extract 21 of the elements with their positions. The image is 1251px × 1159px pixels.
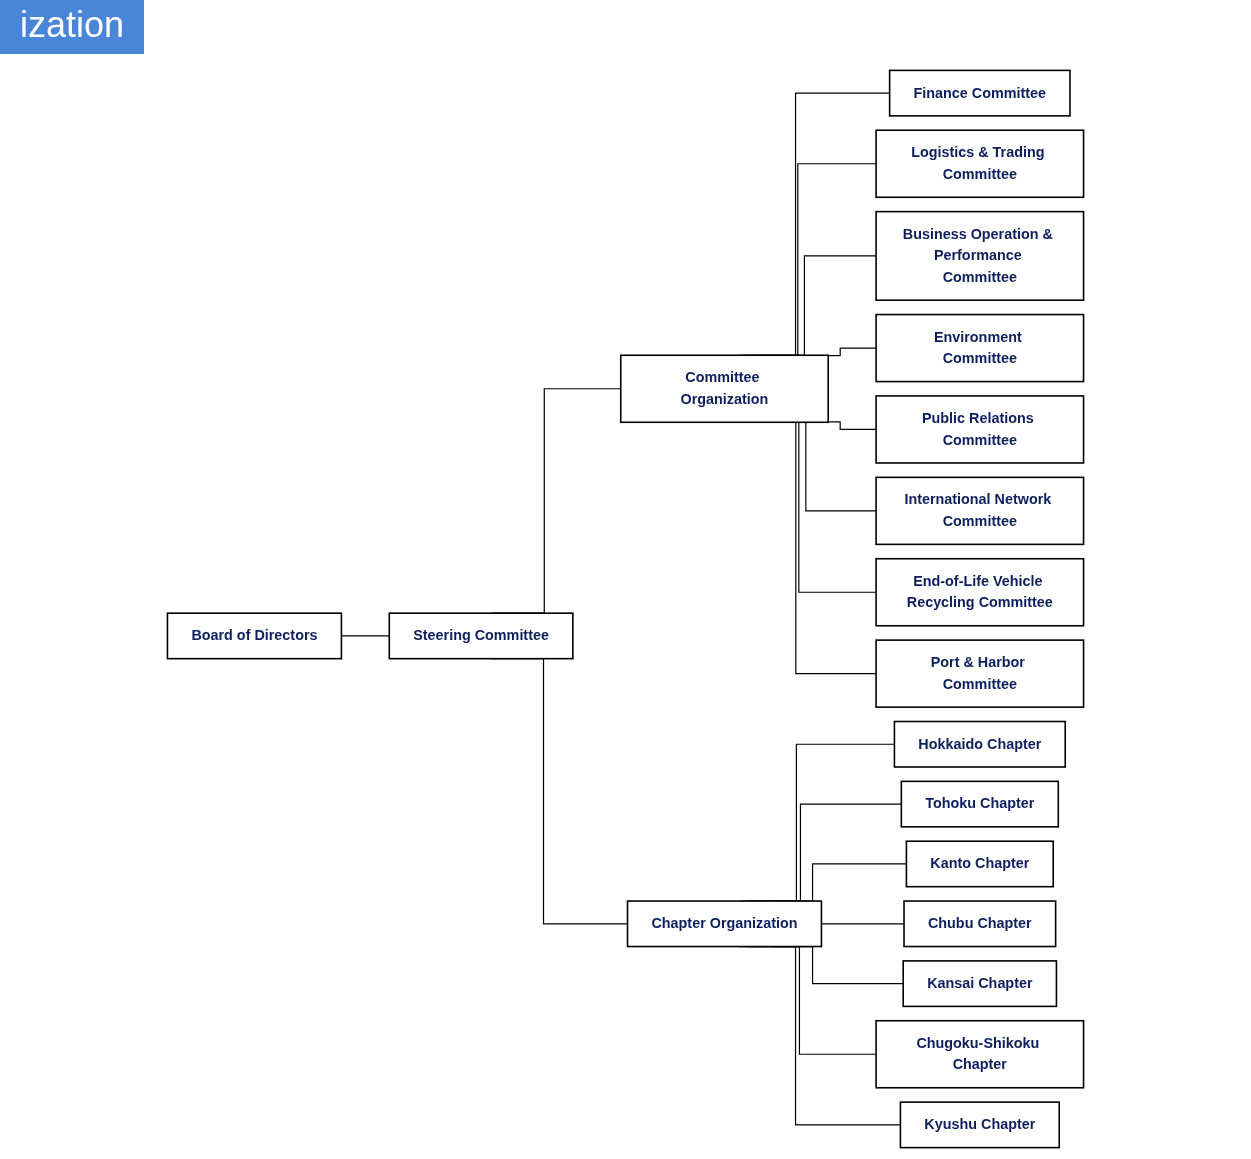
node-box: International Network Committee <box>875 476 1085 546</box>
node-box: Chapter Organization <box>626 900 823 948</box>
node-box: Kyushu Chapter <box>899 1101 1061 1149</box>
node-box: Tohoku Chapter <box>900 780 1060 828</box>
node-box: Kanto Chapter <box>905 840 1055 888</box>
node-box: Steering Committee <box>388 612 574 660</box>
node-box: Chugoku-Shikoku Chapter <box>875 1019 1085 1089</box>
node-box: End-of-Life Vehicle Recycling Committee <box>875 557 1085 627</box>
node-box: Finance Committee <box>888 69 1071 117</box>
node-box: Chubu Chapter <box>903 900 1057 948</box>
node-box: Port & Harbor Committee <box>875 639 1085 708</box>
node-box: Kansai Chapter <box>902 960 1058 1008</box>
node-box: Hokkaido Chapter <box>893 720 1066 768</box>
node-box: Environment Committee <box>875 313 1085 383</box>
node-box: Logistics & Trading Committee <box>875 129 1085 199</box>
node-box: Business Operation & Performance Committee <box>875 210 1085 301</box>
connector <box>827 421 877 431</box>
node-box: Public Relations Committee <box>875 395 1085 464</box>
node-box: Board of Directors <box>166 612 343 660</box>
title-banner: ization <box>0 0 145 54</box>
node-box: Committee Organization <box>619 354 829 424</box>
